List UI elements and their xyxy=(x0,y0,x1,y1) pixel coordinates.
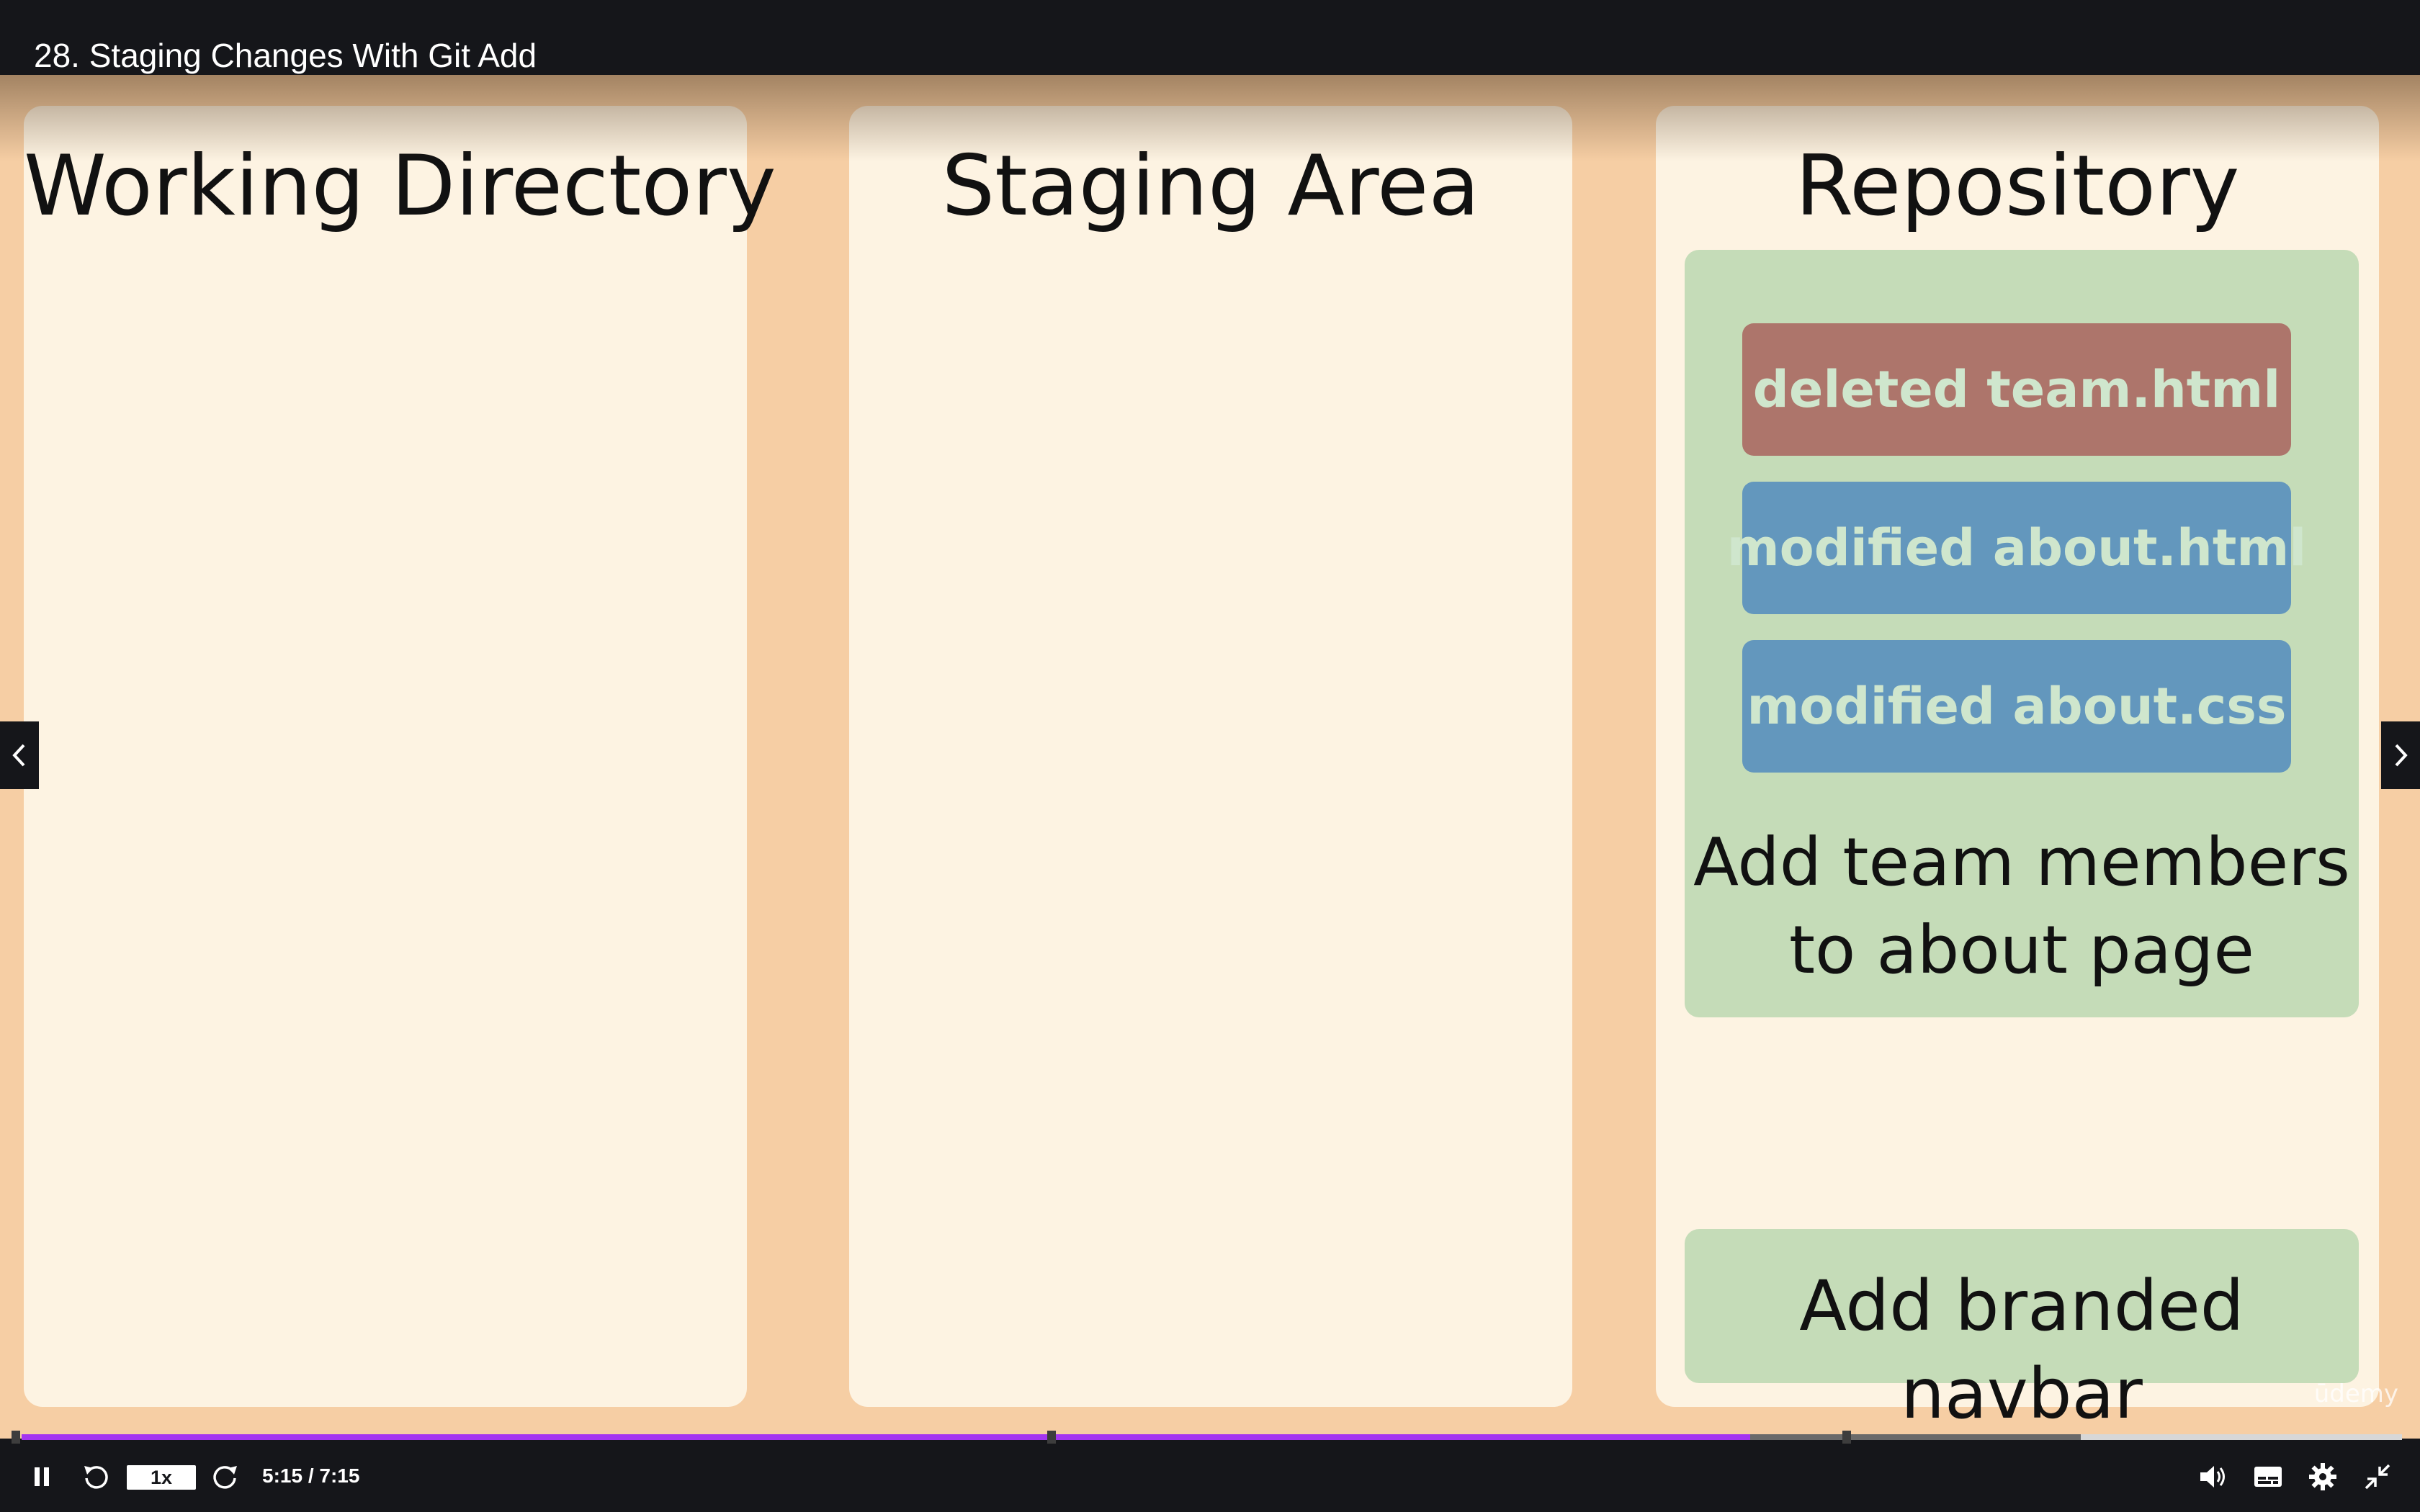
repository-panel: Repository deleted team.html modified ab… xyxy=(1656,106,2379,1434)
top-bar: 28. Staging Changes With Git Add xyxy=(0,0,2420,75)
rewind-5-icon xyxy=(81,1462,111,1492)
volume-icon xyxy=(2198,1463,2228,1490)
forward-5-icon xyxy=(210,1462,241,1492)
chevron-right-icon xyxy=(2392,742,2409,768)
change-chip-deleted: deleted team.html xyxy=(1742,323,2291,456)
panel-title: Repository xyxy=(1795,138,2240,235)
settings-button[interactable] xyxy=(2305,1456,2341,1498)
pause-icon xyxy=(31,1465,53,1488)
udemy-watermark: ūdemy xyxy=(2313,1380,2398,1408)
panel-title: Working Directory xyxy=(24,138,776,235)
volume-button[interactable] xyxy=(2195,1456,2231,1498)
captions-icon xyxy=(2253,1464,2283,1489)
staging-area-panel: Staging Area xyxy=(849,106,1572,1407)
chapter-marker[interactable] xyxy=(1842,1431,1851,1444)
gear-icon xyxy=(2308,1462,2338,1492)
progress-bar[interactable] xyxy=(0,1430,2420,1444)
playback-speed-button[interactable]: 1x xyxy=(127,1465,196,1490)
previous-lecture-button[interactable] xyxy=(0,721,39,789)
forward-button[interactable] xyxy=(207,1456,243,1498)
progress-played xyxy=(22,1434,1751,1440)
player-controls: 1x 5:15 / 7:15 xyxy=(0,1440,2420,1512)
panel-title: Staging Area xyxy=(941,138,1480,235)
time-readout: 5:15 / 7:15 xyxy=(262,1464,360,1487)
commit-message-line: Add team members xyxy=(1693,824,2350,901)
chapter-marker[interactable] xyxy=(1047,1431,1056,1444)
change-chip-modified: modified about.css xyxy=(1742,640,2291,773)
chevron-left-icon xyxy=(11,742,28,768)
chapter-marker[interactable] xyxy=(12,1431,20,1444)
next-lecture-button[interactable] xyxy=(2381,721,2420,789)
exit-fullscreen-button[interactable] xyxy=(2360,1456,2396,1498)
commit-message: Add branded navbar xyxy=(1799,1266,2244,1434)
change-chip-modified: modified about.html xyxy=(1727,482,2306,614)
exit-fullscreen-icon xyxy=(2363,1462,2392,1491)
lecture-title: 28. Staging Changes With Git Add xyxy=(34,37,537,74)
commit-card: deleted team.html modified about.html mo… xyxy=(1685,250,2359,1017)
rewind-button[interactable] xyxy=(78,1456,114,1498)
commit-message: Add team members to about page xyxy=(1685,819,2359,994)
commit-card: Add branded navbar xyxy=(1685,1229,2359,1434)
progress-track[interactable] xyxy=(12,1431,2402,1444)
captions-button[interactable] xyxy=(2250,1456,2286,1498)
working-directory-panel: Working Directory xyxy=(24,106,776,1407)
commit-message-line: to about page xyxy=(1788,912,2255,989)
video-frame[interactable]: Working Directory Staging Area Repositor… xyxy=(0,75,2420,1434)
pause-button[interactable] xyxy=(26,1456,58,1498)
